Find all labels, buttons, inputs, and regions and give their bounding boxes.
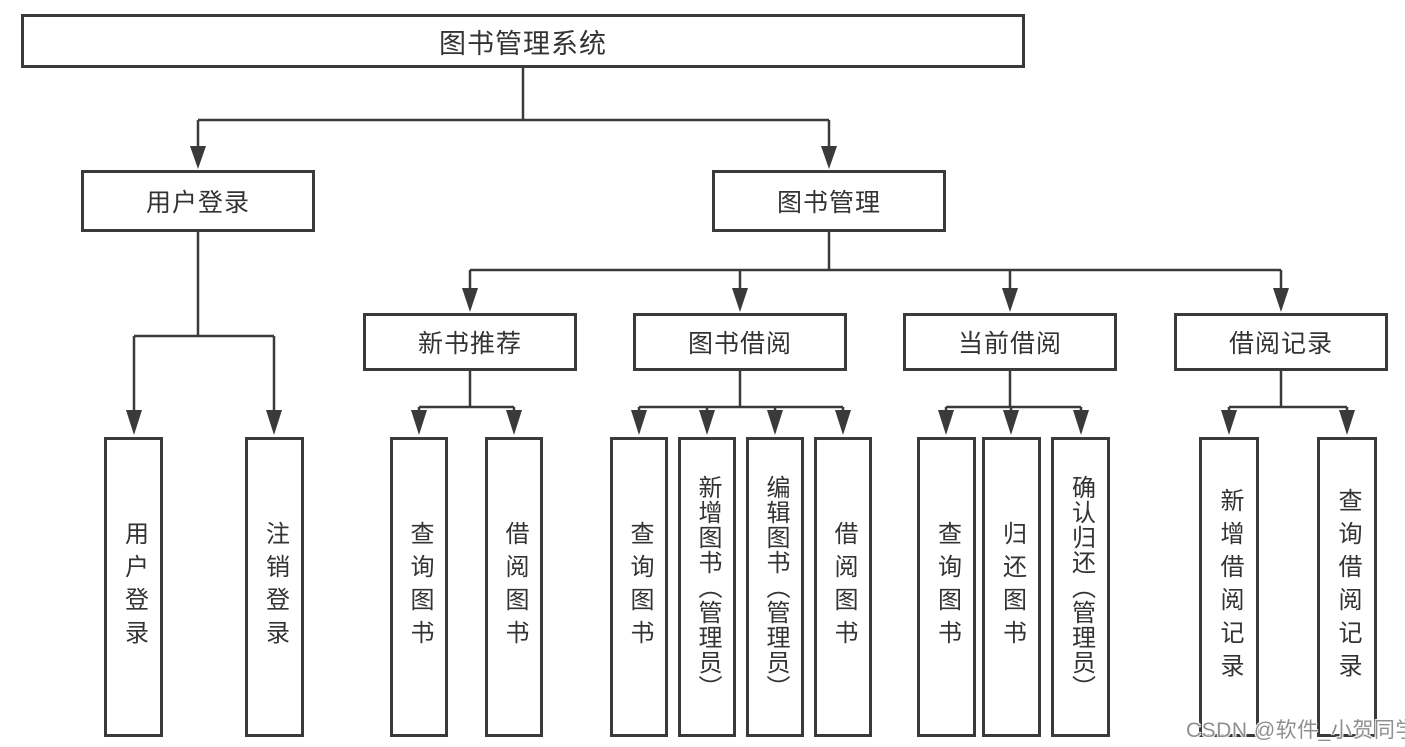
arrowhead	[1339, 410, 1355, 435]
arrowhead	[266, 410, 282, 435]
leaf-label: 新增借阅记录	[1216, 488, 1243, 686]
leaf-label: 新增图书（管理员）	[694, 474, 721, 700]
leaf-label: 借阅图书	[501, 521, 528, 653]
node-new-book-recommend: 新书推荐	[363, 313, 577, 371]
arrowhead	[631, 410, 647, 435]
connector-current-borrow	[944, 371, 1083, 412]
connector-user-login	[132, 232, 276, 410]
node-library-system: 图书管理系统	[21, 14, 1025, 68]
leaf-label: 查询图书	[933, 521, 961, 653]
leaf-logout: 注销登录	[245, 437, 304, 737]
connector-book-management	[468, 232, 1283, 290]
leaf-cb-return-book: 归还图书	[982, 437, 1041, 737]
node-label: 借阅记录	[1228, 330, 1333, 358]
leaf-label: 确认归还（管理员）	[1067, 474, 1095, 700]
node-label: 用户登录	[145, 189, 250, 217]
node-user-login: 用户登录	[81, 170, 315, 232]
arrowhead	[1273, 288, 1289, 312]
arrowhead	[938, 410, 954, 435]
leaf-label: 查询图书	[626, 521, 653, 653]
node-label: 当前借阅	[957, 330, 1062, 358]
leaf-nb-query-book: 查询图书	[390, 437, 448, 737]
leaf-label: 借阅图书	[830, 521, 857, 653]
connector-root	[196, 68, 831, 148]
arrowhead	[1073, 410, 1089, 435]
node-borrow-records: 借阅记录	[1174, 313, 1388, 371]
arrowhead	[835, 410, 851, 435]
leaf-label: 归还图书	[998, 521, 1026, 653]
arrowhead	[767, 410, 783, 435]
arrowhead	[126, 410, 142, 435]
leaf-label: 查询图书	[406, 521, 433, 653]
arrowhead	[1221, 410, 1237, 435]
arrowhead	[411, 410, 427, 435]
connector-borrow-record	[1227, 371, 1349, 412]
node-current-borrow: 当前借阅	[903, 313, 1117, 371]
leaf-label: 编辑图书（管理员）	[762, 474, 789, 700]
arrowhead	[732, 288, 748, 312]
leaf-cb-confirm-return-admin: 确认归还（管理员）	[1051, 437, 1110, 737]
leaf-bb-query-book: 查询图书	[610, 437, 668, 737]
connector-new-book	[417, 371, 516, 412]
arrowhead	[462, 288, 478, 312]
node-label: 新书推荐	[417, 330, 522, 358]
leaf-label: 查询借阅记录	[1334, 488, 1361, 686]
leaf-cb-query-book: 查询图书	[917, 437, 976, 737]
leaf-label: 用户登录	[120, 521, 148, 653]
arrowhead	[699, 410, 715, 435]
node-label: 图书管理系统	[439, 28, 607, 59]
leaf-br-query-record: 查询借阅记录	[1317, 437, 1377, 737]
arrowhead	[190, 146, 206, 169]
arrowhead	[506, 410, 522, 435]
node-book-borrow: 图书借阅	[633, 313, 847, 371]
leaf-bb-edit-book-admin: 编辑图书（管理员）	[746, 437, 804, 737]
leaf-label: 注销登录	[261, 521, 289, 653]
leaf-nb-borrow-book: 借阅图书	[485, 437, 543, 737]
node-label: 图书管理	[776, 189, 881, 217]
leaf-bb-add-book-admin: 新增图书（管理员）	[678, 437, 736, 737]
leaf-br-add-record: 新增借阅记录	[1199, 437, 1259, 737]
arrowhead	[1003, 410, 1019, 435]
watermark: CSDN @软件_小贺同学	[1186, 719, 1405, 742]
node-book-management: 图书管理	[712, 170, 946, 232]
leaf-user-login: 用户登录	[104, 437, 163, 737]
leaf-bb-borrow-book: 借阅图书	[814, 437, 872, 737]
arrowhead	[821, 146, 837, 169]
connector-book-borrow	[637, 371, 845, 412]
arrowhead	[1002, 288, 1018, 312]
node-label: 图书借阅	[687, 330, 792, 358]
